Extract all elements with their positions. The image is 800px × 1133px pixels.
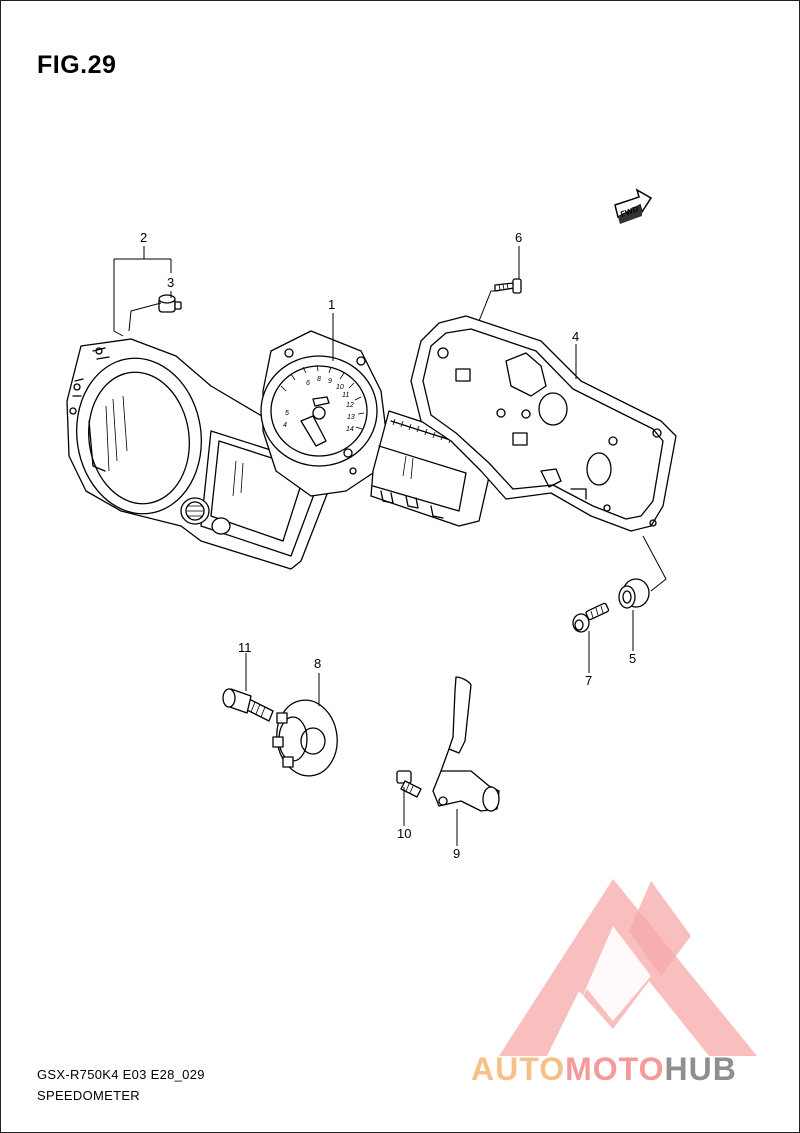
diagram-name: SPEEDOMETER	[37, 1088, 140, 1103]
dial-number: 5	[285, 410, 289, 417]
sensor-rotor	[272, 699, 338, 777]
figure-title: FIG.29	[37, 51, 117, 79]
dial-number: 14	[346, 426, 354, 433]
callout-2: 2	[140, 230, 147, 245]
sensor-rotor-bolt	[222, 688, 274, 722]
forward-arrow-icon: FWD	[614, 188, 653, 224]
watermark-part-auto: AUTO	[471, 1051, 566, 1087]
callout-5: 5	[629, 651, 636, 666]
meter-assembly: 6 8 9 10 11 12 13 14 5 4	[260, 330, 501, 527]
dial-number: 11	[342, 392, 349, 399]
dial-number: 6	[306, 380, 310, 387]
callout-11: 11	[238, 640, 252, 655]
grommet	[618, 578, 650, 609]
automotohub-logo-icon	[499, 879, 757, 1056]
callout-10: 10	[397, 826, 411, 841]
watermark-text: AUTOMOTOHUB	[471, 1051, 737, 1088]
dial-number: 9	[328, 378, 332, 385]
cover-screw	[158, 294, 182, 313]
dial-number: 4	[283, 422, 287, 429]
callout-9: 9	[453, 846, 460, 861]
case-screw	[494, 278, 522, 294]
leader-lines	[113, 246, 667, 846]
dial-number: 10	[336, 384, 344, 391]
callout-4: 4	[572, 329, 579, 344]
speed-sensor	[432, 676, 500, 812]
dial-number: 12	[346, 402, 354, 409]
watermark-part-moto: MOTO	[565, 1051, 665, 1087]
callout-1: 1	[328, 297, 335, 312]
model-code: GSX-R750K4 E03 E28_029	[37, 1067, 205, 1082]
meter-front-cover	[66, 338, 337, 570]
sensor-bolt	[396, 770, 422, 798]
meter-lower-case	[410, 315, 677, 532]
callout-6: 6	[515, 230, 522, 245]
callout-8: 8	[314, 656, 321, 671]
dial-number: 13	[347, 414, 355, 421]
callout-7: 7	[585, 673, 592, 688]
watermark-part-hub: HUB	[664, 1051, 737, 1087]
dial-number: 8	[317, 376, 321, 383]
callout-labels: 1 2 3 4 5 6 7 8 9 10 11	[140, 230, 636, 861]
callout-3: 3	[167, 275, 174, 290]
mounting-bolt	[572, 602, 610, 633]
